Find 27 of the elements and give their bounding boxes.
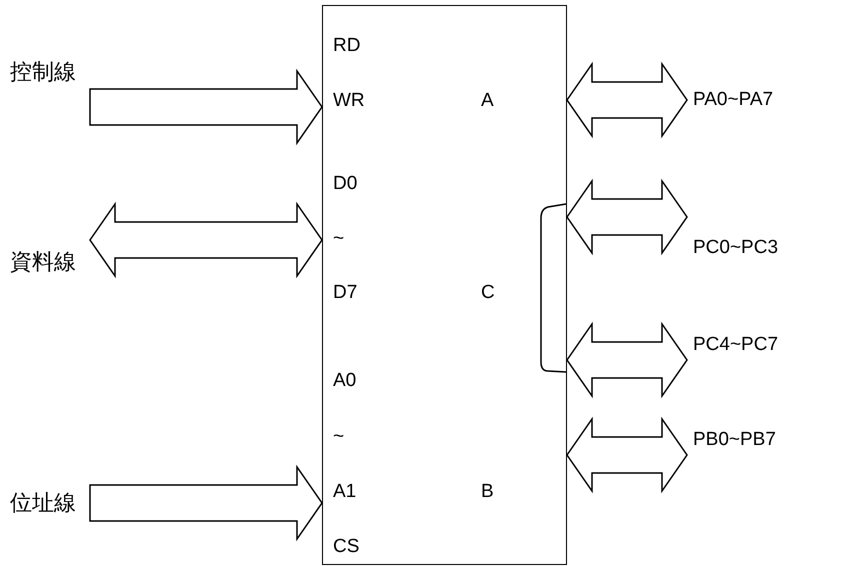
double-block-arrow bbox=[566, 416, 688, 494]
double-block-arrow bbox=[89, 202, 323, 278]
double-block-arrow bbox=[566, 62, 688, 138]
port-label: PB0~PB7 bbox=[693, 428, 776, 452]
block-arrow bbox=[89, 464, 323, 542]
pin-label: D7 bbox=[333, 281, 358, 305]
signal-label: 位址線 bbox=[10, 491, 76, 515]
port-label: PC4~PC7 bbox=[693, 333, 778, 357]
pin-label: A bbox=[481, 89, 494, 113]
pin-label: ~ bbox=[333, 227, 344, 251]
pin-label: A0 bbox=[333, 369, 356, 393]
signal-label: 控制線 bbox=[10, 60, 76, 84]
port-label: PA0~PA7 bbox=[693, 88, 774, 112]
pin-label: D0 bbox=[333, 172, 358, 196]
pin-label: ~ bbox=[333, 425, 344, 449]
pin-label: WR bbox=[333, 89, 365, 113]
pin-label: B bbox=[481, 480, 494, 504]
double-block-arrow bbox=[566, 322, 688, 398]
pin-label: CS bbox=[333, 535, 360, 559]
double-block-arrow bbox=[566, 178, 688, 256]
port-label: PC0~PC3 bbox=[693, 236, 778, 260]
signal-label: 資料線 bbox=[10, 250, 76, 274]
pin-label: A1 bbox=[333, 480, 356, 504]
chip-box bbox=[322, 5, 567, 565]
block-arrow bbox=[89, 68, 323, 146]
pin-label: RD bbox=[333, 34, 360, 58]
pin-label: C bbox=[481, 281, 495, 305]
